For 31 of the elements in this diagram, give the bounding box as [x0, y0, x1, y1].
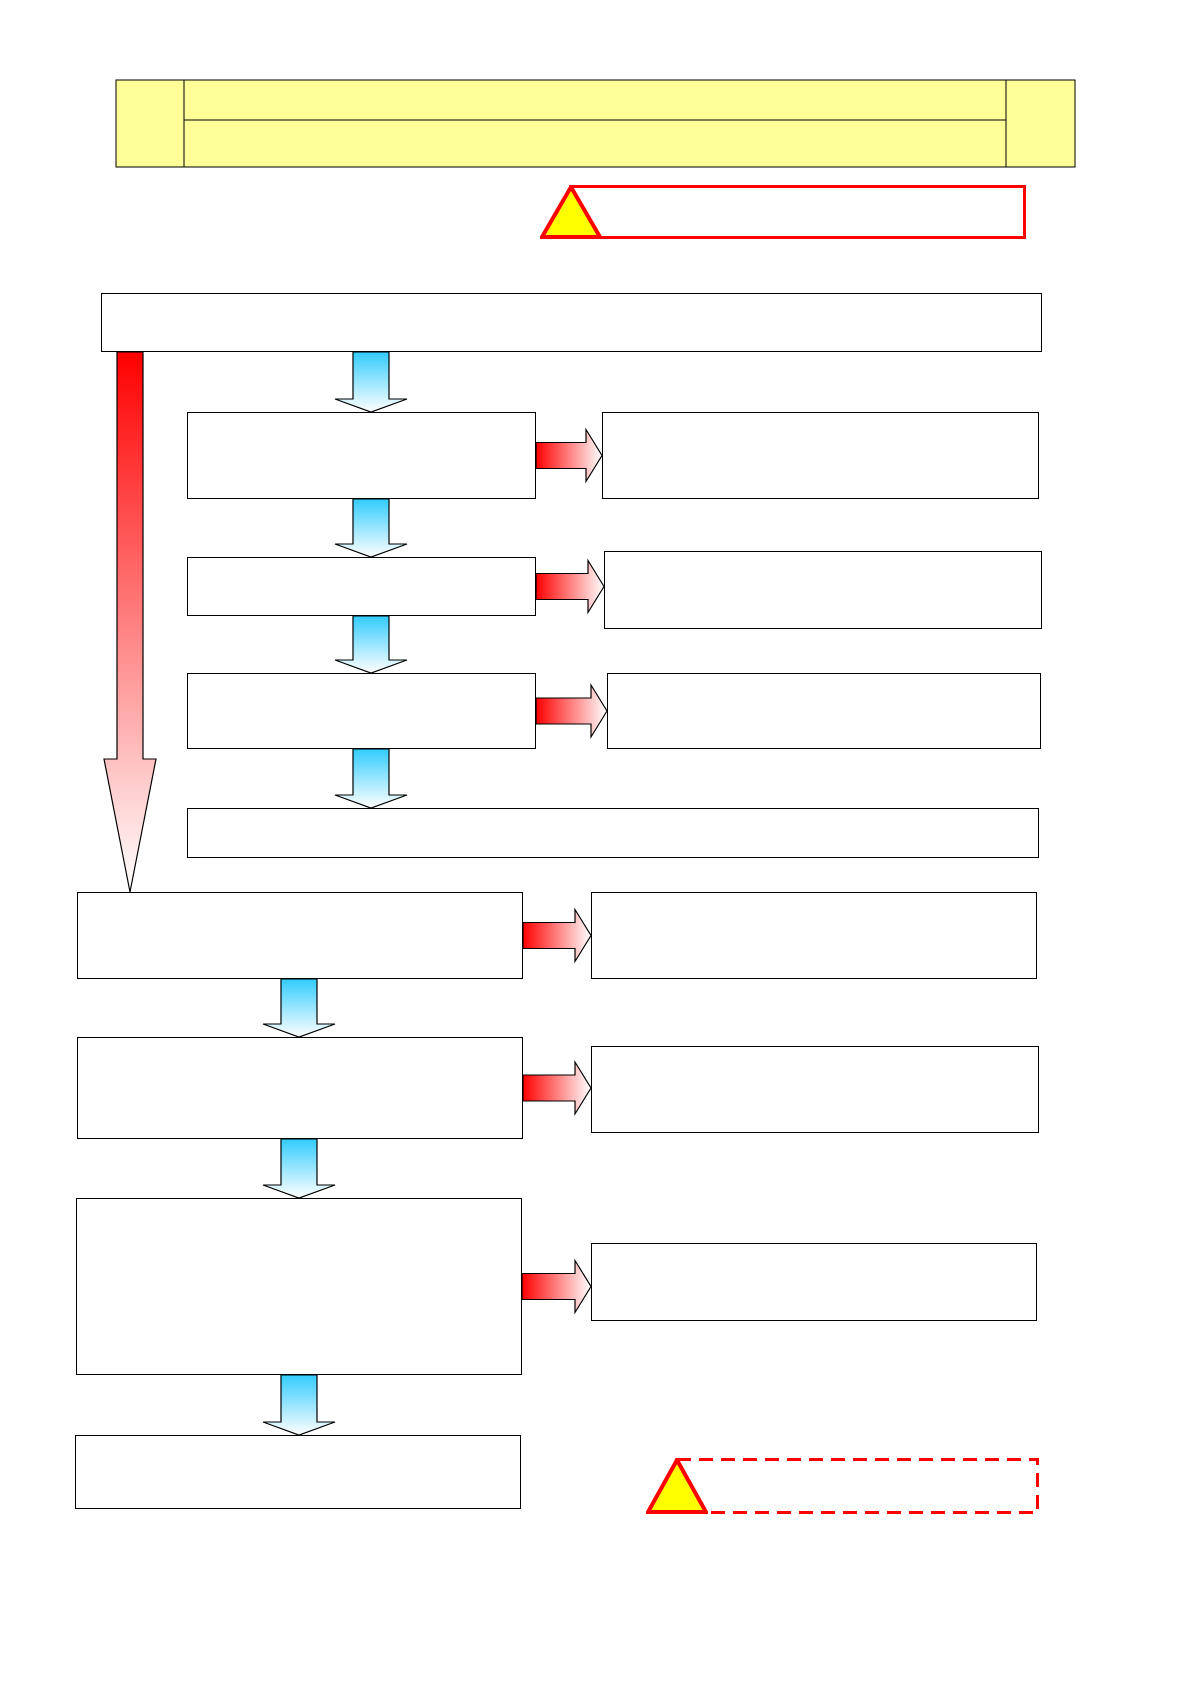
block-arrow [262, 1374, 336, 1436]
process-box [602, 412, 1039, 499]
process-box [604, 551, 1042, 629]
block-arrow [522, 907, 592, 964]
block-arrow [334, 615, 408, 674]
warning-box [646, 1458, 1039, 1514]
process-box [101, 293, 1042, 352]
block-arrow [535, 427, 603, 484]
block-arrow [103, 351, 157, 893]
process-box [591, 892, 1037, 979]
block-arrow [262, 978, 336, 1038]
block-arrow [535, 682, 608, 740]
process-box [77, 892, 523, 979]
block-arrow [522, 1059, 592, 1117]
process-box [607, 673, 1041, 749]
block-arrow [535, 558, 605, 615]
process-box [75, 1435, 521, 1509]
process-box [77, 1037, 523, 1139]
block-arrow [334, 351, 408, 413]
process-box [187, 557, 536, 616]
process-box [187, 412, 536, 499]
process-box [591, 1243, 1037, 1321]
block-arrow [334, 748, 408, 809]
warning-box [540, 185, 1026, 239]
process-box [591, 1046, 1039, 1133]
block-arrow [334, 498, 408, 558]
process-box [187, 808, 1039, 858]
block-arrow [521, 1258, 592, 1315]
process-box [187, 673, 536, 749]
block-arrow [262, 1138, 336, 1199]
process-box [76, 1198, 522, 1375]
